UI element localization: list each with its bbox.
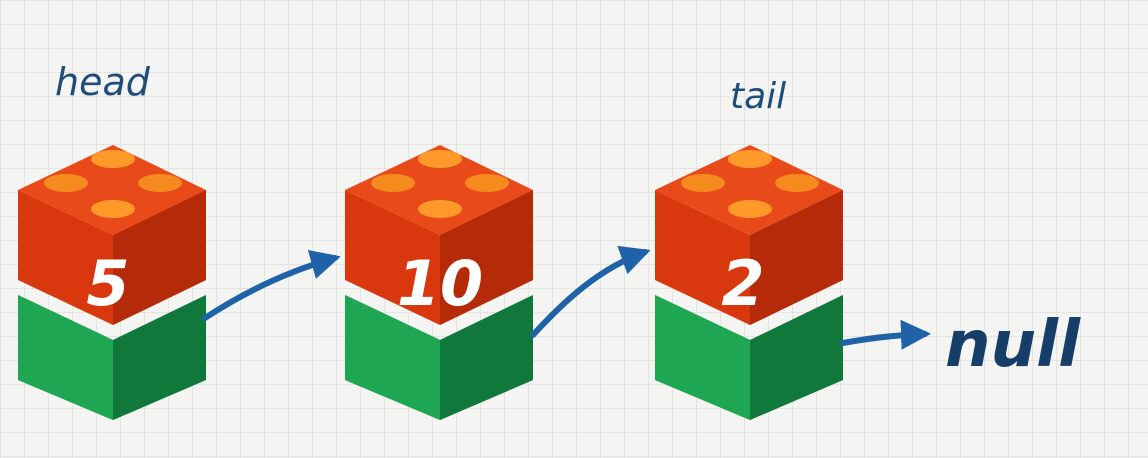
node-1-studs (44, 150, 182, 218)
node-3-bottom-block (655, 295, 843, 420)
node-2-value: 10 (397, 247, 483, 320)
head-label: head (55, 60, 151, 104)
node-1-bottom-block (18, 295, 206, 420)
node-2-studs (371, 150, 509, 218)
arrow-node-3-to-null (840, 319, 931, 350)
node-3-top-block (655, 145, 843, 325)
arrow-node-2-to-node-3 (530, 245, 651, 338)
list-node-1: 5 (18, 145, 206, 420)
arrow-node-1-to-node-2 (202, 250, 341, 321)
node-3-studs (681, 150, 819, 218)
node-2-bottom-block (345, 295, 533, 420)
node-3-value: 2 (721, 247, 764, 320)
list-node-2: 10 (345, 145, 533, 420)
null-label: null (945, 308, 1081, 382)
tail-label: tail (730, 76, 786, 117)
node-1-value: 5 (86, 247, 129, 320)
node-1-top-block (18, 145, 206, 325)
list-node-3: 2 (655, 145, 843, 420)
node-2-top-block (345, 145, 533, 325)
